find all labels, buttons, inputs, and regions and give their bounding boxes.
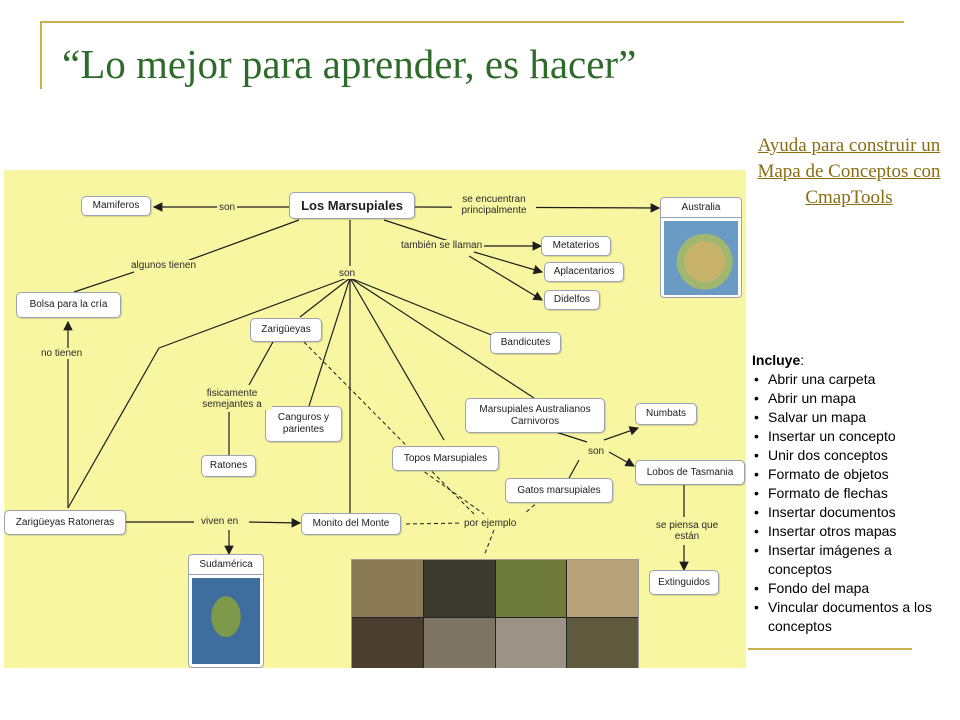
photo-quoll <box>567 618 638 668</box>
concept-gatos[interactable]: Gatos marsupiales <box>505 478 613 503</box>
photo-opossum-babies <box>423 618 495 668</box>
concept-sudamerica[interactable]: Sudamérica <box>188 554 264 668</box>
concept-australia-label: Australia <box>661 198 741 218</box>
concept-lobos[interactable]: Lobos de Tasmania <box>635 460 745 485</box>
link-por-ejemplo: por ejemplo <box>462 518 519 529</box>
bottom-rule <box>748 648 912 650</box>
photo-opossums <box>352 618 423 668</box>
help-link[interactable]: Ayuda para construir un Mapa de Concepto… <box>757 135 941 208</box>
concept-metaterios[interactable]: Metaterios <box>541 236 611 256</box>
concept-mamiferos[interactable]: Mamiferos <box>81 196 151 216</box>
concept-bandicutes[interactable]: Bandicutes <box>490 332 561 354</box>
link-no-tienen: no tienen <box>39 348 85 359</box>
photo-possum <box>567 560 638 617</box>
concept-carnivoros[interactable]: Marsupiales Australianos Carnivoros <box>465 398 605 433</box>
left-rule <box>40 21 42 89</box>
list-item: Fondo del mapa <box>752 579 952 598</box>
list-item: Unir dos conceptos <box>752 446 952 465</box>
australia-map-image <box>664 221 738 295</box>
photo-numbat <box>495 560 567 617</box>
concept-map: Los Marsupiales Mamiferos Australia Meta… <box>4 170 746 668</box>
list-item: Formato de flechas <box>752 484 952 503</box>
includes-panel: Incluye: Abrir una carpeta Abrir un mapa… <box>752 351 952 636</box>
photo-koalas <box>495 618 567 668</box>
concept-zarigueyas[interactable]: Zarigüeyas <box>250 318 322 342</box>
link-son-3: son <box>586 446 607 457</box>
list-item: Abrir un mapa <box>752 389 952 408</box>
link-se-encuentran: se encuentran principalmente <box>452 194 536 216</box>
marsupial-photos <box>351 559 639 668</box>
concept-ratones[interactable]: Ratones <box>201 455 256 477</box>
top-rule <box>40 21 904 23</box>
south-america-map-image <box>192 578 260 664</box>
list-item: Insertar imágenes a conceptos <box>752 541 952 579</box>
list-item: Abrir una carpeta <box>752 370 952 389</box>
concept-didelfos[interactable]: Didelfos <box>544 290 600 310</box>
list-item: Formato de objetos <box>752 465 952 484</box>
link-algunos-tienen: algunos tienen <box>129 260 199 271</box>
link-son-2: son <box>337 268 358 279</box>
concept-numbats[interactable]: Numbats <box>635 403 697 425</box>
concept-ratoneras[interactable]: Zarigüeyas Ratoneras <box>4 510 126 535</box>
list-item: Insertar un concepto <box>752 427 952 446</box>
link-viven-en: viven en <box>199 516 241 527</box>
photo-kangaroos <box>352 560 423 617</box>
concept-los-marsupiales[interactable]: Los Marsupiales <box>289 192 415 219</box>
concept-topos[interactable]: Topos Marsupiales <box>392 446 499 471</box>
link-son-1: son <box>217 202 238 213</box>
photo-tasmanian-devil <box>423 560 495 617</box>
concept-aplacentarios[interactable]: Aplacentarios <box>544 262 624 282</box>
includes-heading: Incluye: <box>752 352 805 368</box>
link-fisicamente: fisicamente semejantes a <box>192 388 272 410</box>
concept-monito[interactable]: Monito del Monte <box>301 513 401 535</box>
includes-label: Incluye <box>752 352 801 368</box>
concept-sudamerica-label: Sudamérica <box>189 555 263 575</box>
list-item: Insertar otros mapas <box>752 522 952 541</box>
slide-title: “Lo mejor para aprender, es hacer” <box>62 41 637 87</box>
concept-australia[interactable]: Australia <box>660 197 742 298</box>
concept-canguros[interactable]: Canguros y parientes <box>265 406 342 442</box>
list-item: Insertar documentos <box>752 503 952 522</box>
includes-list: Abrir una carpeta Abrir un mapa Salvar u… <box>752 370 952 636</box>
concept-bolsa[interactable]: Bolsa para la cría <box>16 292 121 318</box>
link-se-piensa: se piensa que están <box>652 520 722 542</box>
list-item: Salvar un mapa <box>752 408 952 427</box>
list-item: Vincular documentos a los conceptos <box>752 598 952 636</box>
concept-extinguidos[interactable]: Extinguidos <box>649 570 719 595</box>
link-tambien: también se llaman <box>399 240 485 251</box>
concept-map-links <box>63 202 689 572</box>
